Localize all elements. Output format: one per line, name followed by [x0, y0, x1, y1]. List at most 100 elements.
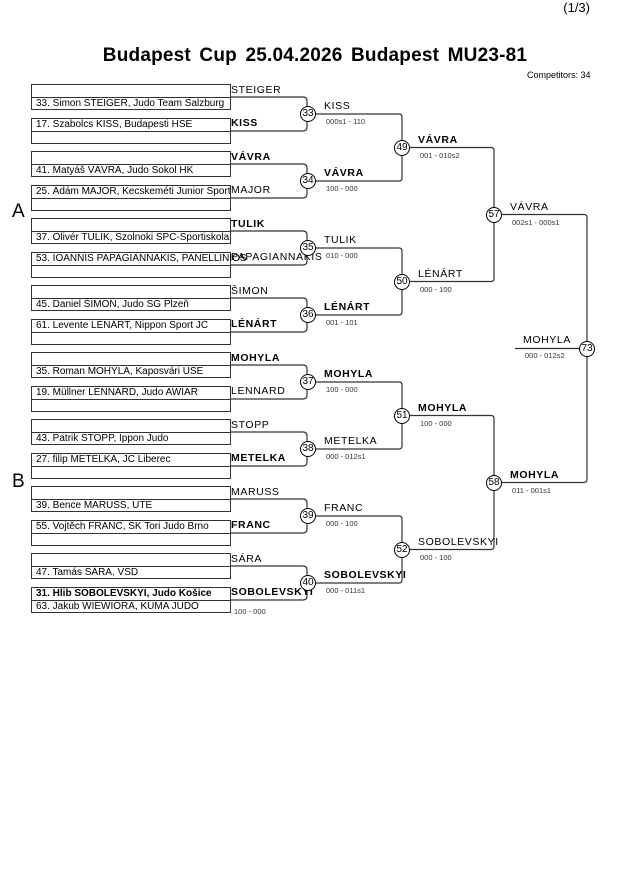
competitor-name: 55. Vojtěch FRANC, SK Tori Judo Brno	[36, 521, 209, 532]
competitor-box: 53. IOANNIS PAPAGIANNAKIS, PANELLINIOS	[31, 252, 247, 278]
competitor-name: 61. Levente LÉNÁRT, Nippon Sport JC	[36, 320, 209, 331]
match-number: 36	[300, 307, 316, 323]
match-score: 000 - 011s1	[326, 586, 366, 595]
bracket-line	[316, 281, 403, 316]
competitor-box: 41. Matyáš VÁVRA, Judo Sokol HK	[31, 151, 231, 177]
bracket-line	[316, 113, 403, 148]
match-winner: MOHYLA	[324, 368, 374, 380]
match-score: 001 - 010s2	[420, 150, 460, 160]
match-winner: VÁVRA	[418, 133, 458, 146]
competitor-label: LÉNÁRT	[231, 318, 278, 330]
competitor-label: TULIK	[231, 218, 265, 230]
bracket-line	[410, 146, 495, 215]
match-winner: TULIK	[324, 234, 357, 246]
match-winner: KISS	[324, 100, 351, 112]
match-score: 002s1 - 000s1	[512, 217, 560, 227]
competitor-name: 41. Matyáš VÁVRA, Judo Sokol HK	[32, 164, 230, 177]
match-score: 010 - 000	[326, 251, 358, 260]
match-number: 35	[300, 240, 316, 256]
competitor-label: METELKA	[231, 452, 286, 464]
bracket-line	[410, 214, 495, 283]
page-number: (1/3)	[563, 0, 590, 15]
match-number: 39	[300, 508, 316, 524]
competitor-label: FRANC	[231, 519, 271, 531]
competitor-box: 19. Müllner LENNARD, Judo AWIAR	[31, 386, 231, 412]
match-number: 73	[579, 340, 595, 357]
match-score: 100 - 000	[326, 385, 358, 394]
bracket-line	[410, 414, 495, 483]
competitor-box: 39. Bence MARUSS, UTE	[31, 486, 231, 512]
match-winner: MOHYLA	[510, 468, 560, 481]
match-score: 100 - 000	[234, 607, 266, 616]
competitor-box: 37. Olivér TULIK, Szolnoki SPC-Sportisko…	[31, 218, 231, 244]
bracket-line	[316, 247, 403, 282]
bracket-line	[410, 482, 495, 551]
competitor-box: 35. Roman MOHYLA, Kaposvári USE	[31, 352, 231, 378]
competitor-name: 25. Ádám MAJOR, Kecskeméti Junior Sport	[36, 186, 231, 197]
competitor-name: 37. Olivér TULIK, Szolnoki SPC-Sportisko…	[32, 231, 230, 244]
competitor-label: ŠIMON	[231, 285, 269, 297]
competitor-name: 33. Simon STEIGER, Judo Team Salzburg	[32, 97, 230, 110]
bracket-line	[502, 348, 588, 484]
competitor-label: MOHYLA	[231, 352, 281, 364]
match-winner: LÉNÁRT	[324, 301, 371, 313]
match-number: 49	[394, 139, 410, 156]
competitor-name: 45. Daniel ŠIMON, Judo SG Plzeň	[32, 298, 230, 311]
competitor-box: 43. Patrik STOPP, Ippon Judo	[31, 419, 231, 445]
competitor-label: PAPAGIANNAKIS	[231, 251, 323, 263]
competitor-box: 45. Daniel ŠIMON, Judo SG Plzeň	[31, 285, 231, 311]
competitor-box: 55. Vojtěch FRANC, SK Tori Judo Brno	[31, 520, 231, 546]
match-score: 000 - 012s2	[525, 350, 565, 360]
match-score: 100 - 000	[420, 418, 452, 428]
bracket-line	[316, 415, 403, 450]
competitor-box: 25. Ádám MAJOR, Kecskeméti Junior Sport	[31, 185, 231, 211]
match-winner: VÁVRA	[510, 200, 549, 213]
competitor-name: 53. IOANNIS PAPAGIANNAKIS, PANELLINIOS	[36, 253, 247, 264]
bracket-line	[316, 381, 403, 416]
match-winner: VÁVRA	[324, 167, 364, 179]
match-winner: SOBOLEVSKYI	[324, 569, 407, 581]
competitor-label: KISS	[231, 117, 258, 129]
match-winner: MOHYLA	[418, 401, 468, 414]
page-title: Budapest Cup 25.04.2026 Budapest MU23-81	[102, 45, 528, 66]
competitor-name: 17. Szabolcs KISS, Budapesti HSE	[36, 119, 193, 130]
competitors-count: Competitors: 34	[527, 70, 591, 80]
competitor-box: 47. Tamás SÁRA, VSD	[31, 553, 231, 579]
match-number: 57	[486, 206, 502, 223]
match-score: 000 - 012s1	[326, 452, 366, 461]
competitor-box: 61. Levente LÉNÁRT, Nippon Sport JC	[31, 319, 231, 345]
bracket-line	[316, 549, 403, 584]
competitor-name: 19. Müllner LENNARD, Judo AWIAR	[36, 387, 198, 398]
competitor-label: VÁVRA	[231, 151, 271, 163]
match-score: 100 - 000	[326, 184, 358, 193]
match-winner: SOBOLEVSKYI	[418, 535, 499, 548]
match-number: 50	[394, 273, 410, 290]
competitor-name: 27. filip METELKA, JC Liberec	[36, 454, 171, 465]
bracket-line	[502, 213, 588, 349]
match-score: 001 - 101	[326, 318, 358, 327]
competitor-box: 33. Simon STEIGER, Judo Team Salzburg	[31, 84, 231, 110]
match-score: 000 - 100	[420, 552, 452, 562]
competitor-name: 63. Jakub WIEWIÓRA, KUMA JUDO	[32, 600, 230, 613]
match-number: 37	[300, 374, 316, 390]
competitor-name: 31. Hlib SOBOLEVSKYI, Judo Košice	[36, 588, 212, 599]
pool-b-label: B	[12, 471, 25, 492]
competitor-label: MAJOR	[231, 184, 271, 196]
match-score: 000s1 - 110	[326, 117, 366, 126]
match-winner: MOHYLA	[523, 333, 571, 346]
match-winner: METELKA	[324, 435, 378, 447]
bracket-line	[316, 515, 403, 550]
match-number: 33	[300, 106, 316, 122]
competitor-label: SOBOLEVSKYI	[231, 586, 314, 598]
match-score: 011 - 001s1	[512, 485, 552, 495]
competitor-name: 39. Bence MARUSS, UTE	[32, 499, 230, 512]
match-number: 38	[300, 441, 316, 457]
competitor-name: 43. Patrik STOPP, Ippon Judo	[32, 432, 230, 445]
competitor-name: 47. Tamás SÁRA, VSD	[32, 566, 230, 579]
bracket-line	[316, 147, 403, 182]
competitor-label: STOPP	[231, 419, 270, 431]
pool-a-label: A	[12, 201, 25, 222]
match-number: 52	[394, 541, 410, 558]
competitor-label: SÁRA	[231, 553, 262, 565]
